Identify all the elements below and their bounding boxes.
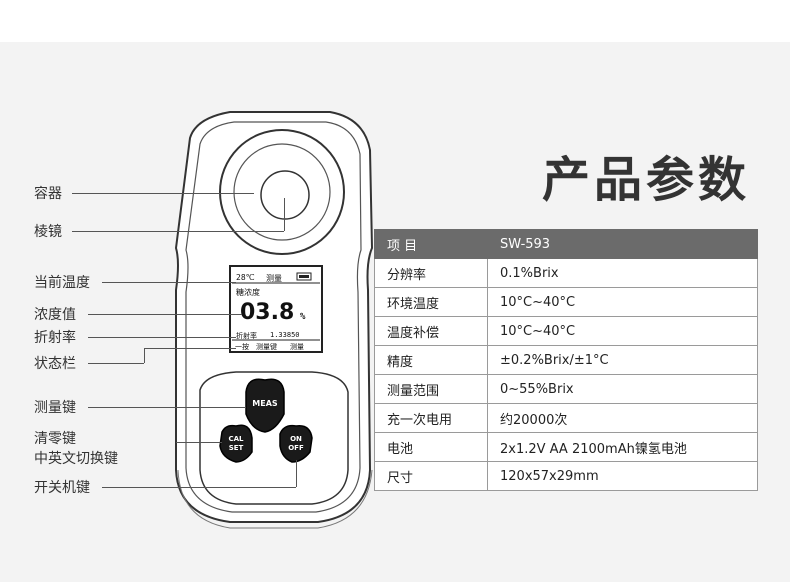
spec-table-header: 项 目 SW-593: [374, 229, 758, 259]
row-value: 10°C~40°C: [487, 287, 758, 317]
label-container: 容器: [34, 186, 62, 202]
screen-status-1: 一按: [235, 343, 249, 351]
row-value: 0~55%Brix: [487, 374, 758, 404]
screen-value: 03.8: [240, 300, 295, 325]
row-value: 约20000次: [487, 403, 758, 433]
row-key: 充一次电用: [374, 403, 488, 433]
row-value: 2x1.2V AA 2100mAh镍氢电池: [487, 432, 758, 462]
meas-button: [245, 378, 285, 433]
table-row: 尺寸 120x57x29mm: [374, 461, 758, 491]
on-button-label[interactable]: ON: [290, 435, 302, 443]
label-power-key: 开关机键: [34, 480, 90, 496]
off-button-label[interactable]: OFF: [288, 444, 304, 452]
leader-power-key: [102, 487, 296, 488]
row-value: ±0.2%Brix/±1°C: [487, 345, 758, 375]
row-key: 电池: [374, 432, 488, 462]
row-key: 测量范围: [374, 374, 488, 404]
keypad-panel: [199, 371, 349, 505]
label-zero-key: 清零键: [34, 431, 76, 447]
battery-icon: [296, 272, 312, 281]
row-key: 尺寸: [374, 461, 488, 491]
on-off-button: [279, 424, 313, 463]
screen-name: 糖浓度: [236, 288, 260, 297]
table-row: 电池 2x1.2V AA 2100mAh镍氢电池: [374, 432, 758, 462]
leader-prism: [72, 231, 284, 232]
header-key: 项 目: [374, 229, 488, 259]
row-key: 精度: [374, 345, 488, 375]
page-title: 产品参数: [542, 152, 751, 208]
screen-ri-label: 折射率: [236, 332, 257, 340]
header-value: SW-593: [487, 229, 758, 259]
set-button-label[interactable]: SET: [228, 444, 244, 452]
label-language-key: 中英文切换键: [34, 451, 118, 467]
sample-container-inner: [233, 143, 331, 241]
screen-ri-value: 1.33850: [270, 331, 300, 339]
leader-zero-key: [176, 442, 222, 443]
device-inner-outline: [185, 121, 362, 513]
leader-current-temp: [102, 282, 236, 283]
label-concentration: 浓度值: [34, 307, 76, 323]
cal-button-label[interactable]: CAL: [228, 435, 244, 443]
leader-status-bar: [88, 363, 144, 364]
label-prism: 棱镜: [34, 224, 62, 240]
table-row: 温度补偿 10°C~40°C: [374, 316, 758, 346]
table-row: 测量范围 0~55%Brix: [374, 374, 758, 404]
leader-container: [72, 193, 254, 194]
screen-status-2: 测量键: [256, 343, 277, 351]
screen-unit: %: [300, 312, 306, 322]
label-measure-key: 测量键: [34, 400, 76, 416]
table-row: 分辨率 0.1%Brix: [374, 258, 758, 288]
row-value: 0.1%Brix: [487, 258, 758, 288]
row-key: 分辨率: [374, 258, 488, 288]
row-value: 120x57x29mm: [487, 461, 758, 491]
cal-set-button: [219, 424, 253, 463]
leader-refractive-index: [88, 337, 236, 338]
row-key: 环境温度: [374, 287, 488, 317]
leader-measure-key: [88, 407, 246, 408]
screen-mode: 测量: [266, 274, 282, 283]
label-status-bar: 状态栏: [34, 356, 76, 372]
row-value: 10°C~40°C: [487, 316, 758, 346]
label-current-temp: 当前温度: [34, 275, 90, 291]
screen-status-3: 测量: [290, 343, 304, 351]
leader-concentration: [88, 314, 242, 315]
table-row: 环境温度 10°C~40°C: [374, 287, 758, 317]
table-row: 精度 ±0.2%Brix/±1°C: [374, 345, 758, 375]
spec-table: 项 目 SW-593 分辨率 0.1%Brix 环境温度 10°C~40°C 温…: [374, 229, 758, 491]
meas-button-label[interactable]: MEAS: [252, 399, 278, 408]
label-refractive-index: 折射率: [34, 330, 76, 346]
table-row: 充一次电用 约20000次: [374, 403, 758, 433]
prism-icon: [260, 170, 310, 220]
screen-temp: 28℃: [236, 273, 255, 282]
row-key: 温度补偿: [374, 316, 488, 346]
